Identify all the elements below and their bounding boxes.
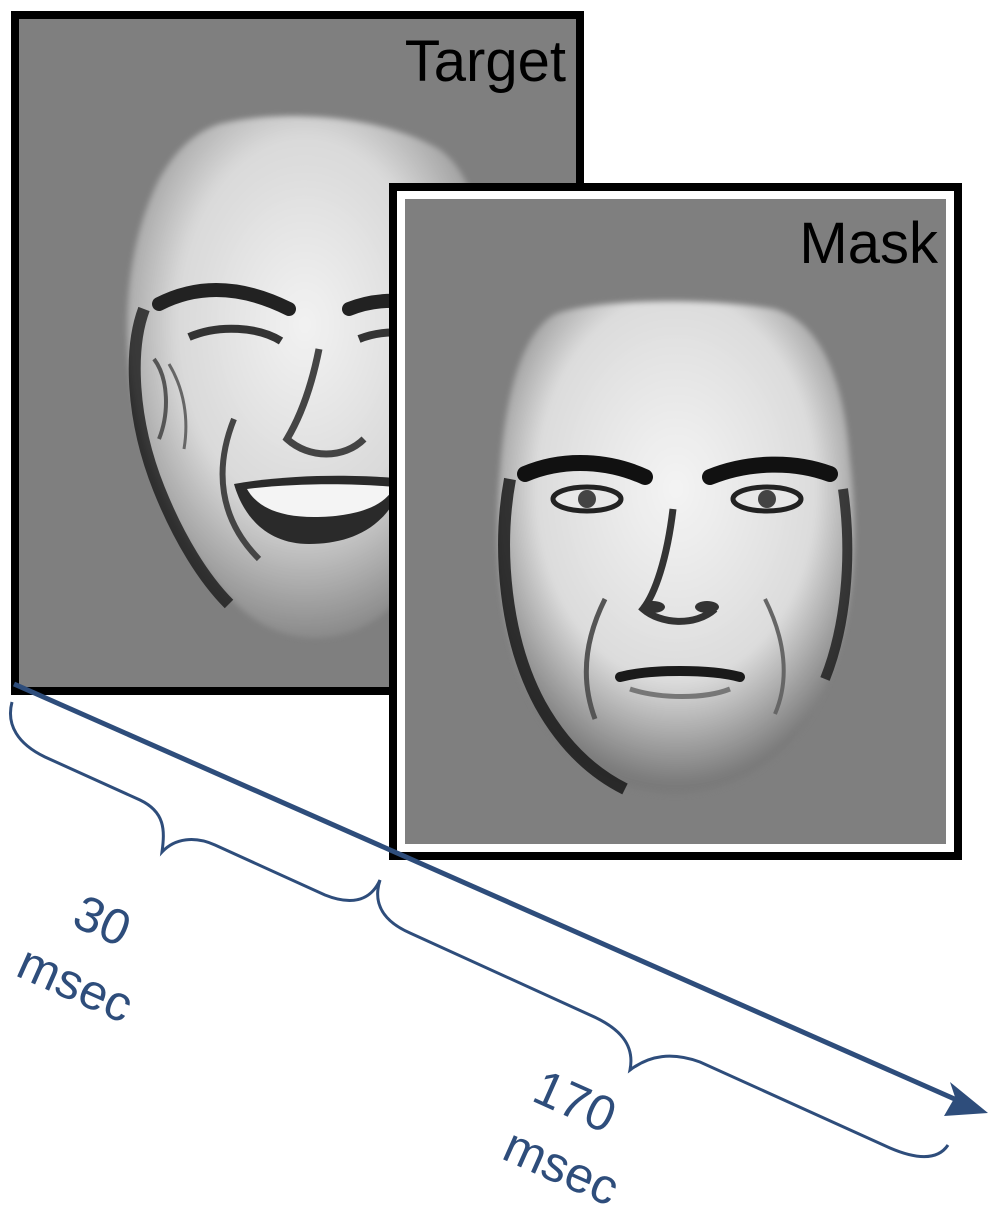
brace-170-msec [376,879,950,1159]
brace-30-msec [9,701,382,902]
mask-panel-background: Mask [405,199,946,844]
duration-value-first: 30 [66,884,140,958]
target-label: Target [404,29,566,94]
duration-unit-second: msec [496,1117,628,1217]
duration-unit-first: msec [10,934,142,1034]
mask-panel: Mask [389,183,962,860]
timeline-arrowhead [944,1082,988,1116]
mask-label: Mask [799,211,938,276]
neutral-face-image [497,301,855,795]
duration-value-second: 170 [526,1059,625,1144]
